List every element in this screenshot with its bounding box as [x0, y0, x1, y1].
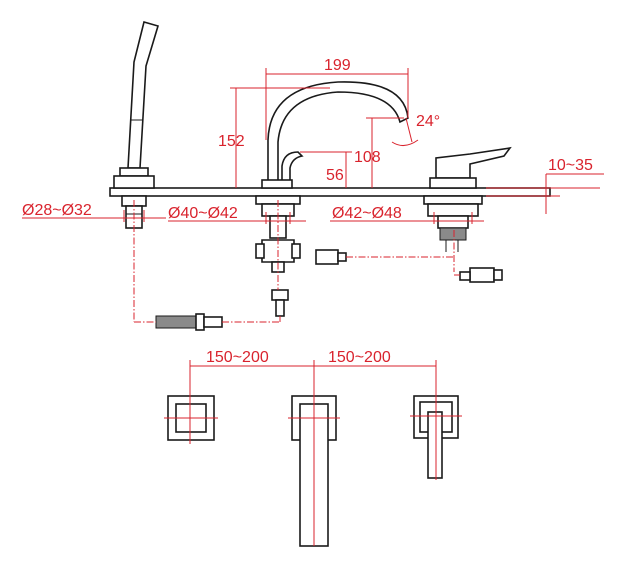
plan-spout: [288, 392, 340, 547]
deck-plate: [109, 187, 551, 197]
dim-spacing-right: 150~200: [328, 349, 391, 366]
dimension-lines: [22, 68, 604, 224]
dimension-labels: 199 152 24° 108 56 10~35 Ø28~Ø32 Ø40~Ø42…: [22, 57, 593, 222]
mixer-body: [423, 146, 512, 252]
dim-hole-mixer: Ø42~Ø48: [332, 205, 402, 222]
dim-spout-outlet-height: 108: [354, 149, 381, 166]
centerlines: [133, 200, 460, 323]
dim-hole-handshower: Ø28~Ø32: [22, 202, 92, 219]
hose-fittings: [155, 249, 503, 331]
plan-mixer: [410, 392, 462, 480]
dim-deck-thickness: 10~35: [548, 157, 593, 174]
dim-spout-angle: 24°: [416, 113, 440, 130]
plan-hand-shower: [164, 392, 218, 444]
hand-shower: [113, 21, 159, 229]
dim-diverter-height: 56: [326, 167, 344, 184]
dim-spacing-left: 150~200: [206, 349, 269, 366]
dim-spout-reach: 199: [324, 57, 351, 74]
dim-hole-spout: Ø40~Ø42: [168, 205, 238, 222]
dim-spout-height: 152: [218, 133, 245, 150]
